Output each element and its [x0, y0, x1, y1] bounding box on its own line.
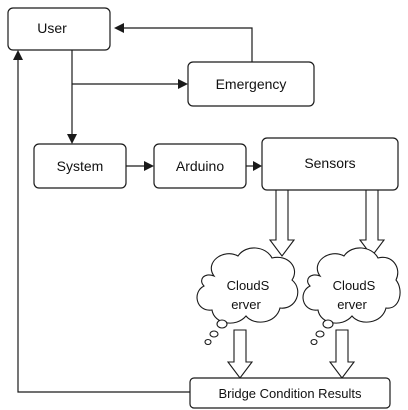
node-bridge-condition-results: Bridge Condition Results: [189, 377, 391, 409]
node-user: User: [7, 7, 111, 51]
edge-emergency-to-user: [114, 23, 253, 62]
block-arrow-sensors-to-cloud-right: [358, 189, 386, 257]
block-arrow-cloud-right-to-results: [328, 329, 356, 379]
edge-user-to-system: [67, 50, 77, 144]
edge-user-to-emergency: [72, 79, 188, 89]
edge-arduino-to-sensors: [246, 161, 262, 171]
node-sensors: Sensors: [261, 137, 399, 191]
cloud-bubble-right-2: [315, 330, 325, 338]
node-emergency-label: Emergency: [216, 76, 287, 92]
node-user-label: User: [37, 20, 67, 36]
cloud-left-label-line1: CloudS: [227, 278, 270, 293]
node-cloud-server-left: CloudS erver: [196, 247, 299, 346]
block-arrow-sensors-to-cloud-left: [268, 189, 296, 257]
cloud-shape-right: [302, 247, 401, 324]
node-cloud-server-right: CloudS erver: [302, 247, 401, 346]
cloud-bubble-left-1: [216, 319, 228, 329]
node-emergency: Emergency: [187, 61, 315, 107]
cloud-shape-left: [196, 247, 299, 324]
block-arrow-cloud-left-to-results: [226, 329, 254, 379]
cloud-bubble-right-1: [322, 319, 334, 329]
node-results-label: Bridge Condition Results: [218, 386, 362, 401]
cloud-right-label-line2: erver: [337, 297, 367, 312]
node-system-label: System: [57, 158, 104, 174]
cloud-right-label-line1: CloudS: [333, 278, 376, 293]
cloud-bubble-right-3: [310, 338, 318, 346]
node-arduino-label: Arduino: [176, 158, 224, 174]
cloud-bubble-left-3: [204, 338, 212, 346]
node-arduino: Arduino: [153, 143, 247, 189]
edge-system-to-arduino: [126, 161, 154, 171]
cloud-left-label-line2: erver: [231, 297, 261, 312]
cloud-bubble-left-2: [209, 330, 219, 338]
node-sensors-label: Sensors: [304, 155, 355, 171]
node-system: System: [33, 143, 127, 189]
edge-results-to-user: [13, 50, 190, 393]
